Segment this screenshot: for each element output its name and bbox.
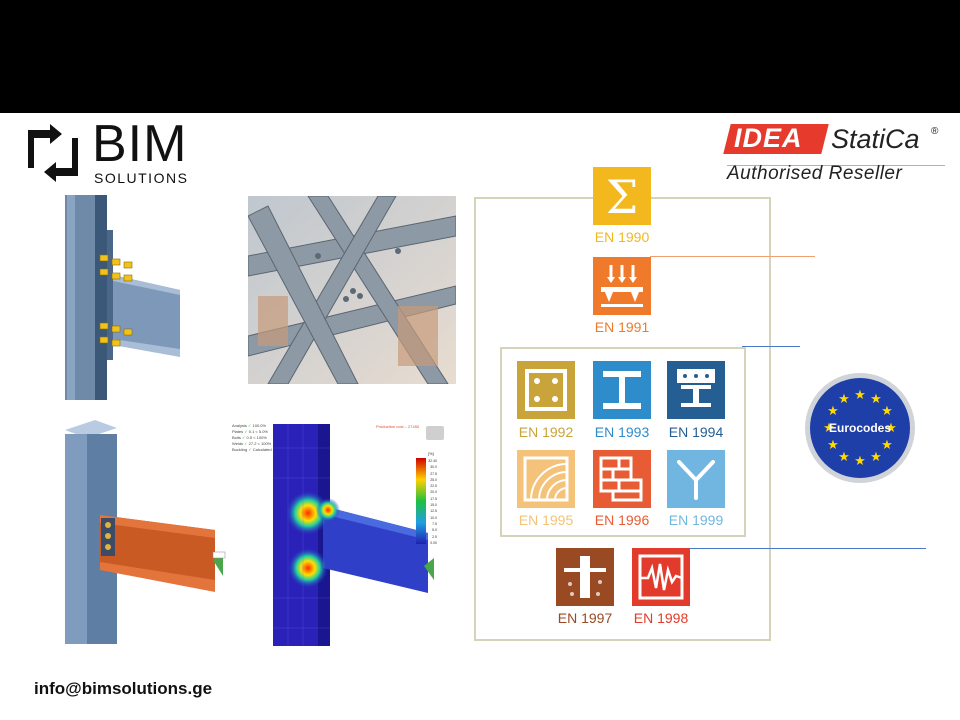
svg-text:★: ★ bbox=[870, 392, 882, 407]
connector-line-2 bbox=[650, 256, 815, 257]
steel-structure-photo bbox=[248, 196, 456, 384]
fea-title: Production cost – 27450 bbox=[376, 424, 420, 429]
svg-text:★: ★ bbox=[838, 392, 850, 407]
check-icon: ✓ bbox=[248, 423, 252, 428]
eurocodes-eu-flag-icon: ★★★★ ★★★★ ★★★★ bbox=[805, 373, 915, 483]
authorised-reseller-label: Authorised Reseller bbox=[727, 163, 903, 184]
check-icon: ✓ bbox=[244, 441, 248, 446]
top-banner bbox=[0, 0, 960, 113]
check-icon: ✓ bbox=[248, 447, 252, 452]
en1996-masonry-icon bbox=[593, 450, 651, 508]
en1992-label: EN 1992 bbox=[518, 424, 574, 440]
svg-text:★: ★ bbox=[854, 388, 866, 403]
svg-text:★: ★ bbox=[838, 450, 850, 465]
en1994-composite-icon bbox=[667, 361, 725, 419]
en1995-label: EN 1995 bbox=[518, 512, 574, 528]
svg-text:★: ★ bbox=[827, 438, 839, 453]
check-icon: ✓ bbox=[242, 435, 246, 440]
svg-text:★: ★ bbox=[885, 421, 897, 436]
en1995-timber-icon bbox=[517, 450, 575, 508]
en1990-sigma-icon: Σ bbox=[593, 167, 651, 225]
en1993-label: EN 1993 bbox=[594, 424, 650, 440]
en1998-seismic-icon bbox=[632, 548, 690, 606]
en1993-steel-icon bbox=[593, 361, 651, 419]
svg-text:★: ★ bbox=[881, 438, 893, 453]
fea-checks: Analysis ✓ 100.0% Plates ✓ 0.1 < 5.0% Bo… bbox=[232, 423, 272, 452]
svg-text:★: ★ bbox=[870, 450, 882, 465]
column-beam-model-image bbox=[65, 420, 226, 644]
en1999-aluminium-icon bbox=[667, 450, 725, 508]
diagram-frame-bottom bbox=[474, 639, 771, 641]
fea-scale-unit: [%] bbox=[428, 451, 434, 456]
contact-email[interactable]: info@bimsolutions.ge bbox=[34, 679, 213, 698]
brand-underline bbox=[727, 165, 945, 166]
logo-subtitle: SOLUTIONS bbox=[94, 170, 189, 186]
logo-name: BIM bbox=[92, 115, 188, 173]
en1991-actions-icon bbox=[593, 257, 651, 315]
diagram-frame-right bbox=[769, 197, 771, 640]
svg-text:★: ★ bbox=[823, 421, 835, 436]
check-icon: ✓ bbox=[244, 429, 248, 434]
svg-text:★: ★ bbox=[881, 404, 893, 419]
en1997-label: EN 1997 bbox=[557, 610, 613, 626]
bolted-connection-image bbox=[65, 195, 180, 400]
svg-text:Σ: Σ bbox=[606, 170, 639, 224]
connector-line-1 bbox=[742, 346, 800, 347]
svg-text:★: ★ bbox=[854, 454, 866, 469]
registered-mark: ® bbox=[931, 126, 939, 137]
diagram-frame-left bbox=[474, 197, 476, 640]
bim-logo-icon bbox=[28, 124, 78, 182]
en1996-label: EN 1996 bbox=[594, 512, 650, 528]
eurocodes-badge-label: Eurocodes bbox=[828, 421, 891, 435]
connector-line-3 bbox=[690, 548, 926, 549]
fea-stress-result-image bbox=[273, 424, 444, 646]
idea-logo-text: IDEA bbox=[734, 123, 803, 153]
en1992-concrete-icon bbox=[517, 361, 575, 419]
en1998-label: EN 1998 bbox=[633, 610, 689, 626]
en1991-label: EN 1991 bbox=[594, 319, 650, 335]
svg-text:★: ★ bbox=[827, 404, 839, 419]
en1999-label: EN 1999 bbox=[668, 512, 724, 528]
en1994-label: EN 1994 bbox=[668, 424, 724, 440]
en1990-label: EN 1990 bbox=[594, 229, 650, 245]
statica-logo-text: StatiCa bbox=[831, 124, 920, 154]
en1997-geotechnical-icon bbox=[556, 548, 614, 606]
